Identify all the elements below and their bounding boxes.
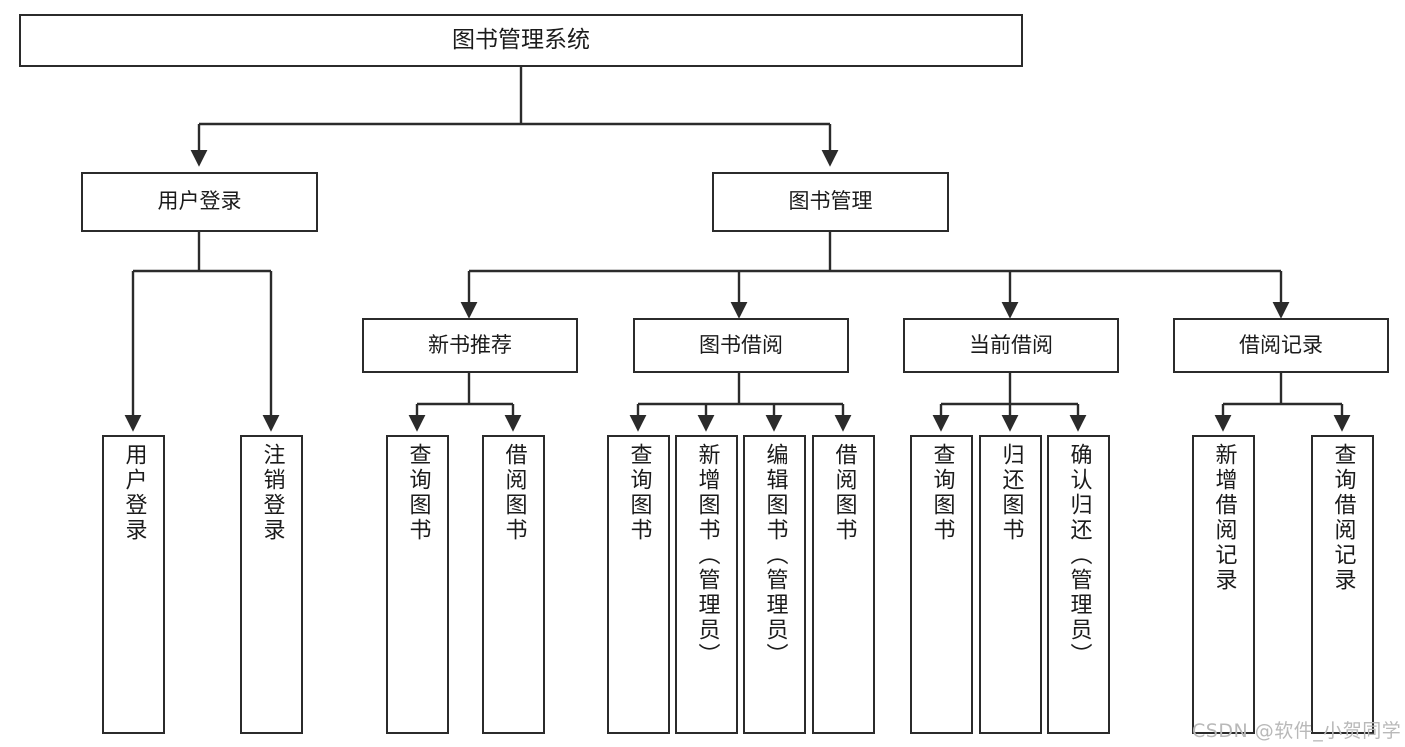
leaf-current-confirm-return-admin[interactable]: 确认归还（管理员） — [1047, 435, 1110, 734]
node-label: 用户登录 — [121, 443, 147, 543]
leaf-recommend-query-book[interactable]: 查询图书 — [386, 435, 449, 734]
node-label: 图书借阅 — [699, 332, 783, 357]
node-label: 新增图书（管理员） — [694, 443, 720, 668]
leaf-borrow-query-book[interactable]: 查询图书 — [607, 435, 670, 734]
node-label: 查询借阅记录 — [1330, 443, 1356, 593]
node-label: 注销登录 — [259, 443, 285, 543]
node-label: 确认归还（管理员） — [1066, 443, 1092, 668]
leaf-records-add-record[interactable]: 新增借阅记录 — [1192, 435, 1255, 734]
node-label: 图书管理系统 — [452, 26, 590, 53]
leaf-logout[interactable]: 注销登录 — [240, 435, 303, 734]
node-label: 新书推荐 — [428, 332, 512, 357]
node-label: 借阅图书 — [501, 443, 527, 543]
node-label: 新增借阅记录 — [1211, 443, 1237, 593]
node-root-system[interactable]: 图书管理系统 — [19, 14, 1023, 67]
node-book-management[interactable]: 图书管理 — [712, 172, 949, 232]
node-book-borrow[interactable]: 图书借阅 — [633, 318, 849, 373]
leaf-records-query-record[interactable]: 查询借阅记录 — [1311, 435, 1374, 734]
leaf-current-query-book[interactable]: 查询图书 — [910, 435, 973, 734]
node-label: 查询图书 — [405, 443, 431, 543]
node-label: 借阅记录 — [1239, 332, 1323, 357]
node-label: 查询图书 — [929, 443, 955, 543]
node-label: 用户登录 — [157, 189, 242, 214]
node-label: 查询图书 — [626, 443, 652, 543]
node-borrow-records[interactable]: 借阅记录 — [1173, 318, 1389, 373]
leaf-user-login[interactable]: 用户登录 — [102, 435, 165, 734]
node-current-borrow[interactable]: 当前借阅 — [903, 318, 1119, 373]
leaf-borrow-edit-book-admin[interactable]: 编辑图书（管理员） — [743, 435, 806, 734]
node-label: 图书管理 — [788, 189, 873, 214]
node-label: 当前借阅 — [969, 332, 1053, 357]
node-label: 借阅图书 — [831, 443, 857, 543]
leaf-recommend-borrow-book[interactable]: 借阅图书 — [482, 435, 545, 734]
leaf-borrow-add-book-admin[interactable]: 新增图书（管理员） — [675, 435, 738, 734]
leaf-borrow-borrow-book[interactable]: 借阅图书 — [812, 435, 875, 734]
leaf-current-return-book[interactable]: 归还图书 — [979, 435, 1042, 734]
node-label: 归还图书 — [998, 443, 1024, 543]
node-label: 编辑图书（管理员） — [762, 443, 788, 668]
node-user-login[interactable]: 用户登录 — [81, 172, 318, 232]
csdn-watermark: CSDN @软件_小贺同学 — [1192, 720, 1402, 742]
node-new-book-recommend[interactable]: 新书推荐 — [362, 318, 578, 373]
